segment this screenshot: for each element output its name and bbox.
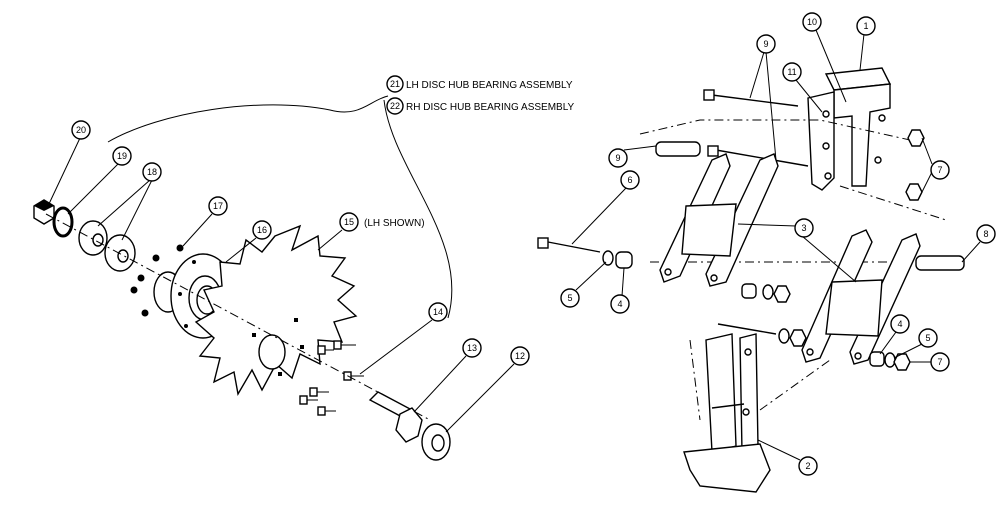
callout-7-right: 7 xyxy=(937,357,942,367)
nut-lower xyxy=(789,329,807,347)
parallel-arm-right xyxy=(801,229,921,365)
legend-text-rh: RH DISC HUB BEARING ASSEMBLY xyxy=(406,102,575,113)
callout-17: 17 xyxy=(213,201,223,211)
washer-middle xyxy=(762,284,774,300)
bearing-part xyxy=(78,220,136,272)
top-mount-bracket xyxy=(807,67,892,191)
legend-number-lh: 21 xyxy=(390,79,400,89)
legend-number-rh: 22 xyxy=(390,101,400,111)
callout-7-upper: 7 xyxy=(937,165,942,175)
callout-1: 1 xyxy=(863,21,868,31)
bushing-left xyxy=(615,251,633,269)
long-bolts-part xyxy=(703,89,809,167)
nut-right xyxy=(893,353,911,371)
callout-11: 11 xyxy=(787,67,796,77)
callout-20: 20 xyxy=(76,125,86,135)
callout-6: 6 xyxy=(627,175,632,185)
parallel-arm-left xyxy=(659,153,779,287)
callout-4-right: 4 xyxy=(897,319,902,329)
spindle-bolt-part xyxy=(368,391,423,443)
callout-18: 18 xyxy=(147,167,157,177)
callout-2: 2 xyxy=(805,461,810,471)
hex-nut-part xyxy=(33,199,55,225)
top-plane-2 xyxy=(839,185,947,221)
washer-part xyxy=(421,423,451,461)
legend-leader-left xyxy=(107,95,389,143)
washer-right xyxy=(884,352,896,368)
scalloped-disc-part xyxy=(194,224,358,396)
callout-16: 16 xyxy=(257,225,267,235)
linkage-assembly xyxy=(537,67,965,493)
spacer-tube-upper xyxy=(655,141,701,157)
callout-5-right: 5 xyxy=(925,333,930,343)
callout-19: 19 xyxy=(117,151,127,161)
nut-middle xyxy=(773,285,791,303)
bushing-right xyxy=(869,351,885,367)
callout-15: 15 xyxy=(344,217,354,227)
callout-9-upper: 9 xyxy=(615,153,620,163)
washer-lower xyxy=(778,328,790,344)
spacer-tube-right xyxy=(915,255,965,271)
callout-9-right: 8 xyxy=(983,229,988,239)
snap-ring-part xyxy=(52,206,74,238)
lug-nuts-part xyxy=(130,244,184,317)
callout-3: 3 xyxy=(801,223,806,233)
bushing-middle xyxy=(741,283,757,299)
legend-leader-right xyxy=(383,99,453,319)
lower-bolt xyxy=(717,323,777,335)
pivot-bolt-part xyxy=(537,237,601,253)
washer-left xyxy=(602,250,614,266)
legend-text-lh: LH DISC HUB BEARING ASSEMBLY xyxy=(406,80,573,91)
callout-balloons: 20 19 18 17 16 15 (LH SHOWN) 14 13 12 21… xyxy=(47,12,996,476)
disc-hub-assembly xyxy=(33,95,453,461)
callout-12: 12 xyxy=(515,351,525,361)
callout-5-left: 5 xyxy=(567,293,572,303)
callout-14: 14 xyxy=(433,307,443,317)
nut-part-lower xyxy=(905,183,923,201)
callout-4-left: 4 xyxy=(617,299,622,309)
lower-shank-bracket xyxy=(683,333,771,493)
top-plane xyxy=(639,119,911,141)
lower-plane-right xyxy=(759,359,831,411)
hub-axis-line xyxy=(45,213,431,421)
lower-plane-left xyxy=(689,339,701,421)
nut-part-upper xyxy=(907,129,925,147)
lh-shown-note: (LH SHOWN) xyxy=(364,218,425,229)
callout-13: 13 xyxy=(467,343,477,353)
callout-8: 9 xyxy=(763,39,768,49)
callout-10: 10 xyxy=(807,17,817,27)
